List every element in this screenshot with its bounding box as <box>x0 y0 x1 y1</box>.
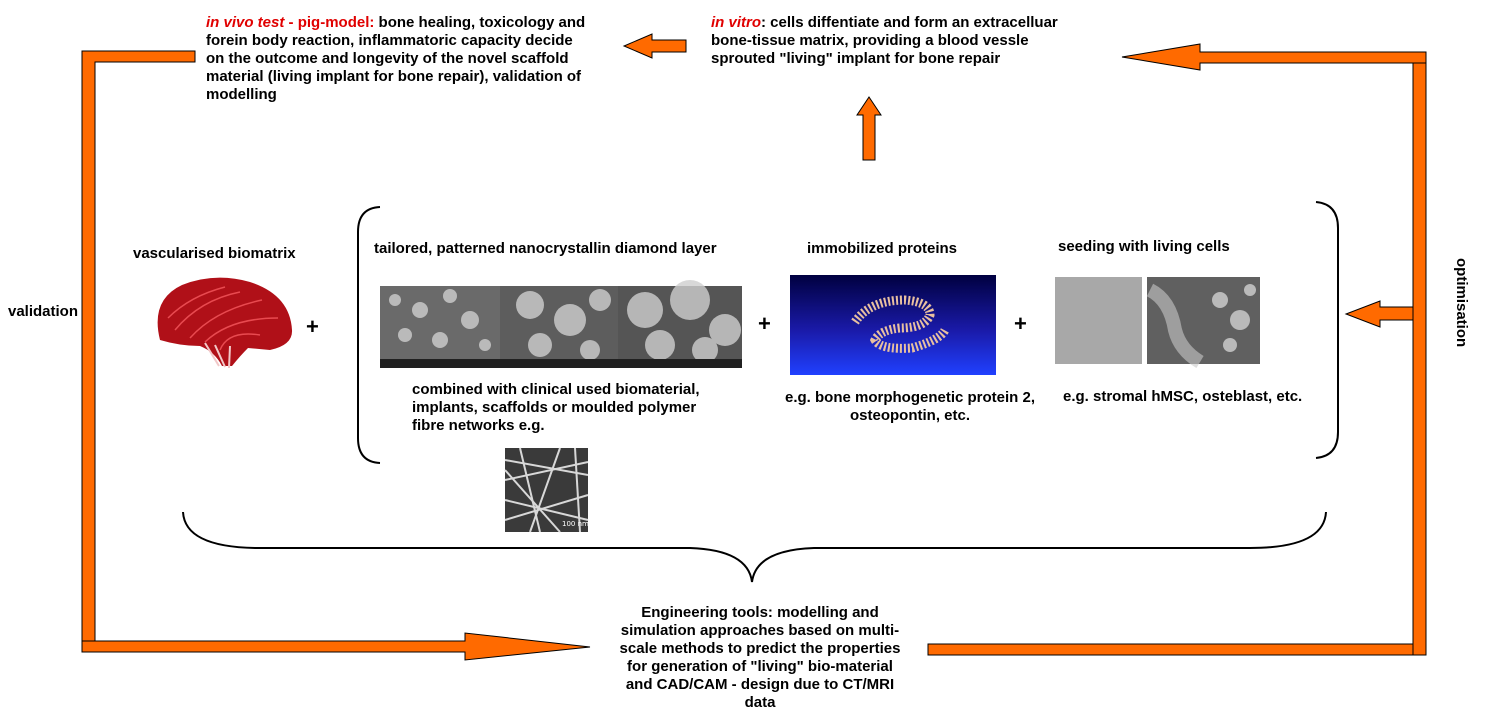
diamond-caption: combined with clinical used biomaterial,… <box>412 381 752 435</box>
in-vivo-separator: - <box>284 14 298 31</box>
biomatrix-image <box>157 277 293 369</box>
fibre-scale-label: 100 nm <box>562 520 589 528</box>
engineering-tools-description: Engineering tools: modelling and simulat… <box>590 604 930 712</box>
engineering-line6: data <box>744 694 776 711</box>
in-vivo-line5: modelling <box>206 86 277 103</box>
diamond-caption-line1: combined with clinical used biomaterial, <box>412 381 700 398</box>
in-vitro-line1: : cells diffentiate and form an extracel… <box>761 14 1058 31</box>
pig-model-label: pig-model: <box>297 14 375 31</box>
in-vitro-line2: bone-tissue matrix, providing a blood ve… <box>711 32 1029 49</box>
engineering-line1: Engineering tools: modelling and <box>641 604 879 621</box>
protein-structure-image <box>790 275 996 375</box>
engineering-line4: for generation of "living" bio-material <box>627 658 893 675</box>
arrow-to-in-vitro <box>1121 43 1427 71</box>
in-vivo-line1: bone healing, toxicology and <box>374 14 586 31</box>
in-vivo-line4: material (living implant for bone repair… <box>206 68 582 85</box>
in-vitro-line3: sprouted "living" implant for bone repai… <box>711 50 1001 67</box>
right-bracket <box>1315 201 1339 459</box>
engineering-line5: and CAD/CAM - design due to CT/MRI <box>625 676 895 693</box>
in-vivo-description: in vivo test - pig-model: bone healing, … <box>206 14 626 104</box>
biomatrix-title: vascularised biomatrix <box>133 245 296 262</box>
proteins-caption-line2: osteopontin, etc. <box>850 407 970 424</box>
arrow-to-engineering <box>81 632 591 661</box>
arrow-up-to-in-vitro <box>856 96 882 161</box>
plus-sign-3: + <box>1014 311 1027 336</box>
in-vivo-label: in vivo test <box>206 14 285 31</box>
validation-label: validation <box>8 303 79 320</box>
proteins-caption: e.g. bone morphogenetic protein 2, osteo… <box>770 389 1050 425</box>
arrow-into-components <box>1344 300 1414 328</box>
proteins-title: immobilized proteins <box>807 240 958 257</box>
engineering-to-optimisation-bar <box>927 643 1426 656</box>
arrow-to-in-vivo <box>622 33 687 59</box>
diamond-caption-line3: fibre networks e.g. <box>412 417 545 434</box>
curly-brace <box>182 511 1327 583</box>
diamond-caption-line2: implants, scaffolds or moulded polymer <box>412 399 697 416</box>
fibre-network-image <box>504 447 589 533</box>
validation-loop-bar <box>81 50 196 642</box>
in-vitro-label: in vitro <box>711 14 762 31</box>
in-vivo-line3: on the outcome and longevity of the nove… <box>206 50 569 67</box>
engineering-line2: simulation approaches based on multi- <box>620 622 900 639</box>
in-vivo-line2: forein body reaction, inflammatoric capa… <box>206 32 573 49</box>
diamond-sem-image <box>380 280 742 368</box>
proteins-caption-line1: e.g. bone morphogenetic protein 2, <box>784 389 1036 406</box>
cells-caption: e.g. stromal hMSC, osteblast, etc. <box>1063 388 1303 405</box>
optimisation-loop-bar <box>1412 51 1427 656</box>
plus-sign-2: + <box>758 311 771 336</box>
cells-image <box>1055 277 1260 369</box>
optimisation-label: optimisation <box>1453 258 1470 348</box>
plus-sign-1: + <box>306 314 319 339</box>
engineering-line3: scale methods to predict the properties <box>619 640 901 657</box>
diamond-layer-title: tailored, patterned nanocrystallin diamo… <box>374 240 717 257</box>
cells-title: seeding with living cells <box>1058 238 1230 255</box>
left-bracket <box>357 206 381 464</box>
in-vitro-description: in vitro: cells diffentiate and form an … <box>711 14 1111 68</box>
